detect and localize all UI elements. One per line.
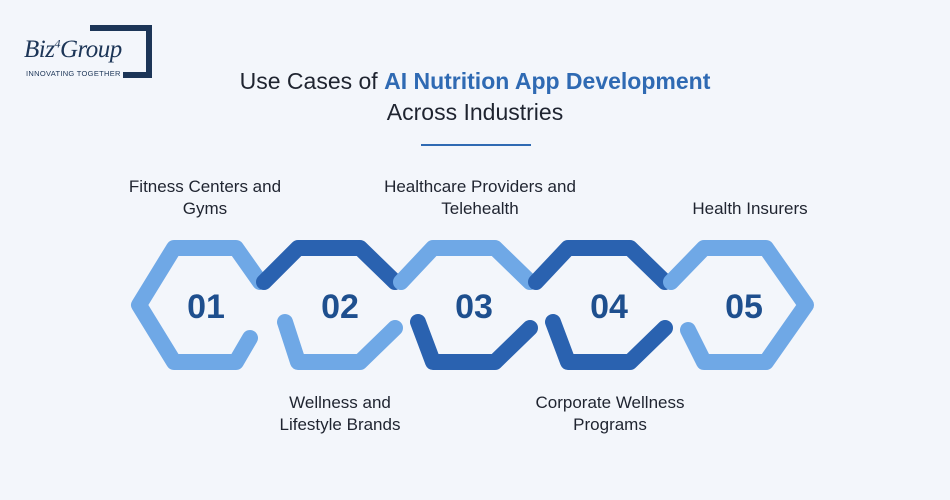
use-case-number-05: 05 [725,288,763,326]
use-case-number-01: 01 [187,288,225,326]
hexagon-03-bottom [410,314,538,370]
use-case-number-04: 04 [590,288,628,326]
hexagon-04 [528,240,673,290]
bizgroup-logo: Biz4Group INNOVATING TOGETHER [22,22,162,84]
hexagon-05 [663,240,814,370]
use-case-label-05: Health Insurers [692,199,808,218]
page-title: Use Cases of AI Nutrition App Developmen… [0,66,950,128]
hexagon-02-bottom [277,314,403,370]
title-line2: Across Industries [386,99,564,125]
title-highlight: AI Nutrition App Development [384,68,711,94]
hexagon-03 [393,240,538,290]
use-case-number-02: 02 [321,288,359,326]
hexagon-02 [256,240,403,290]
hexagon-04-bottom [545,314,673,370]
hexagon-01 [131,240,268,370]
title-prefix: Use Cases of [239,68,385,94]
logo-wordmark: Biz4Group [24,36,124,64]
title-divider [421,144,531,146]
logo-tagline: INNOVATING TOGETHER [26,69,123,78]
use-case-number-03: 03 [455,288,493,326]
